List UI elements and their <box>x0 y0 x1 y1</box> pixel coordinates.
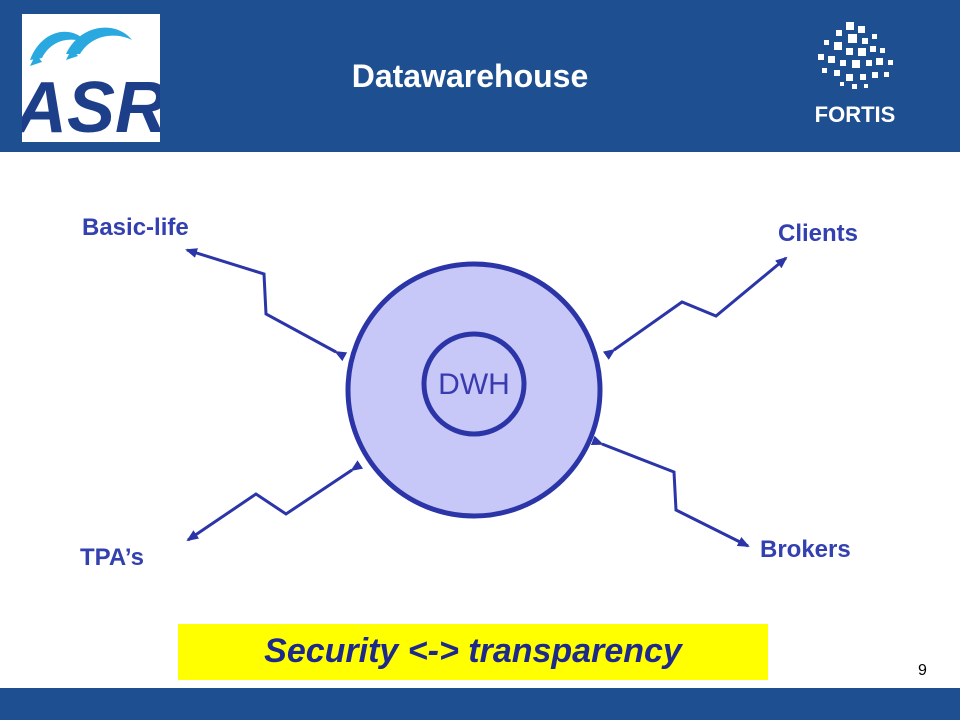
basic-life-connector <box>185 248 348 362</box>
banner-text: Security <-> transparency <box>264 632 682 670</box>
fortis-logo: FORTIS <box>800 18 910 138</box>
dwh-outer-circle <box>345 261 603 519</box>
dwh-label: DWH <box>438 368 510 401</box>
node-brokers: Brokers <box>760 536 851 563</box>
security-banner: Security <-> transparency <box>178 624 768 680</box>
dwh-diagram: DWH Basic-life Clients TPA’s Brokers <box>0 152 960 682</box>
fortis-logo-text: FORTIS <box>815 102 896 127</box>
asr-logo-text: ASR <box>22 68 160 142</box>
clients-connector <box>602 256 788 360</box>
diagram-canvas: DWH <box>185 248 788 548</box>
dwh-inner-circle <box>421 331 527 437</box>
node-basic-life: Basic-life <box>82 214 189 241</box>
slide-header: ASR Datawarehouse <box>0 0 960 152</box>
node-tpas: TPA’s <box>80 544 145 571</box>
asr-logo: ASR <box>22 14 160 142</box>
dolphin-logo-icon: ASR <box>22 27 160 142</box>
fortis-mosaic-icon: FORTIS <box>815 22 896 127</box>
tpas-connector <box>186 460 364 542</box>
brokers-connector <box>590 435 750 548</box>
page-number: 9 <box>918 662 927 679</box>
node-clients: Clients <box>778 220 859 247</box>
page-title: Datawarehouse <box>351 58 589 94</box>
slide-footer <box>0 688 960 720</box>
